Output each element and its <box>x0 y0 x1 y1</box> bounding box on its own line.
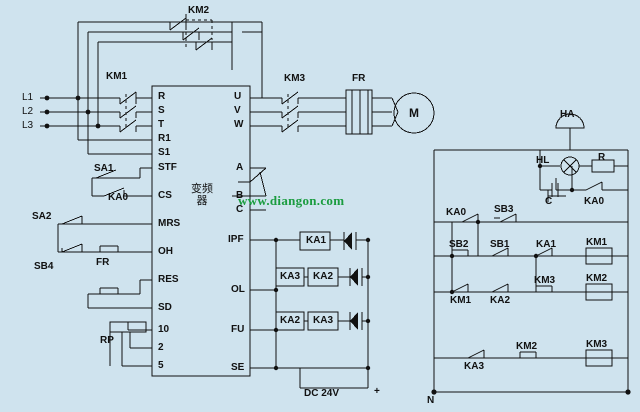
terminal-w: W <box>234 119 244 130</box>
contact-ka3: KA3 <box>464 361 485 372</box>
label-sa2: SA2 <box>32 211 52 222</box>
button-sb3: SB3 <box>494 204 514 215</box>
label-rp: RP <box>100 335 114 346</box>
terminal-fu: FU <box>231 324 245 335</box>
relay-ka3-ol: KA3 <box>280 271 301 282</box>
terminal-s: S <box>158 105 165 116</box>
terminal-cs: CS <box>158 190 172 201</box>
label-km2: KM2 <box>188 5 210 16</box>
contact-km1: KM1 <box>450 295 472 306</box>
label-ka0-snubber: KA0 <box>584 196 605 207</box>
watermark: www.diangon.com <box>238 193 345 208</box>
terminal-ol: OL <box>231 284 245 295</box>
button-sb2: SB2 <box>449 239 469 250</box>
label-ka0-left: KA0 <box>108 192 129 203</box>
label-l3: L3 <box>22 120 34 131</box>
label-ha: HA <box>560 109 575 120</box>
coil-km2: KM2 <box>586 273 608 284</box>
terminal-b: B <box>236 190 244 201</box>
label-hl: HL <box>536 155 550 166</box>
label-r-snubber: R <box>598 152 606 163</box>
terminal-c: C <box>236 204 244 215</box>
relay-ka3-fu: KA3 <box>313 315 334 326</box>
label-sb4: SB4 <box>34 261 54 272</box>
label-fr-main: FR <box>352 73 366 84</box>
contact-km3: KM3 <box>534 275 556 286</box>
contact-ka2: KA2 <box>490 295 511 306</box>
terminal-t: T <box>158 119 165 130</box>
coil-km3: KM3 <box>586 339 608 350</box>
terminal-stf: STF <box>158 162 177 173</box>
label-plus: + <box>374 386 380 397</box>
terminal-u: U <box>234 91 242 102</box>
label-c-snubber: C <box>545 196 553 207</box>
terminal-s1: S1 <box>158 147 171 158</box>
button-sb1: SB1 <box>490 239 510 250</box>
relay-ka2-ol: KA2 <box>313 271 334 282</box>
terminal-r: R <box>158 91 166 102</box>
terminal-res: RES <box>158 274 179 285</box>
vfd-block-label: 变频器 <box>191 183 213 207</box>
label-l1: L1 <box>22 92 34 103</box>
relay-ka1-ipf: KA1 <box>306 235 327 246</box>
relay-ka2-fu: KA2 <box>280 315 301 326</box>
label-fr-left: FR <box>96 257 110 268</box>
terminal-r1: R1 <box>158 133 171 144</box>
label-motor: M <box>409 106 419 120</box>
contact-km2: KM2 <box>516 341 538 352</box>
terminal-a: A <box>236 162 244 173</box>
terminal-10: 10 <box>158 324 170 335</box>
terminal-2: 2 <box>158 342 164 353</box>
label-sa1: SA1 <box>94 163 114 174</box>
terminal-se: SE <box>231 362 245 373</box>
terminal-5: 5 <box>158 360 164 371</box>
label-km1: KM1 <box>106 71 128 82</box>
label-n: N <box>427 395 435 406</box>
contact-ka0: KA0 <box>446 207 467 218</box>
terminal-oh: OH <box>158 246 173 257</box>
label-dc24v: DC 24V <box>304 388 340 399</box>
label-l2: L2 <box>22 106 34 117</box>
coil-km1: KM1 <box>586 237 608 248</box>
label-km3: KM3 <box>284 73 306 84</box>
terminal-ipf: IPF <box>228 234 244 245</box>
terminal-mrs: MRS <box>158 218 181 229</box>
terminal-sd: SD <box>158 302 172 313</box>
contact-ka1: KA1 <box>536 239 557 250</box>
terminal-v: V <box>234 105 241 116</box>
